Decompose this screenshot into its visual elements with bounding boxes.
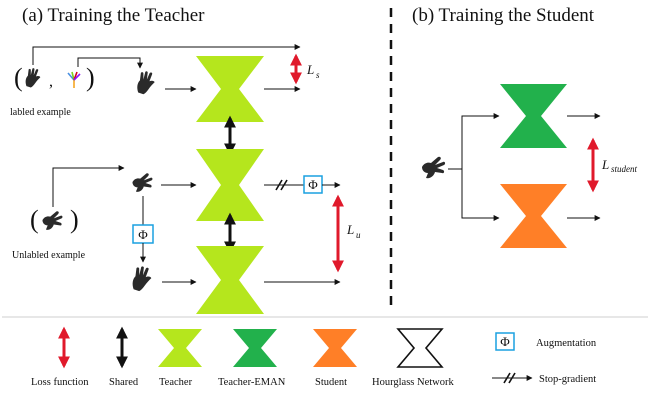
hand-image <box>422 156 446 179</box>
svg-text:Φ: Φ <box>500 334 510 349</box>
hand-image <box>42 211 63 230</box>
loss-student-label: L <box>601 157 609 172</box>
legend-teacher-label: Teacher <box>159 377 193 388</box>
legend: Loss function Shared Teacher Teacher-EMA… <box>2 316 648 388</box>
svg-text:u: u <box>356 230 361 240</box>
unlabeled-input-path <box>52 165 125 207</box>
legend-hourglass-icon <box>396 328 444 368</box>
hand-image <box>25 68 41 88</box>
svg-text:student: student <box>611 164 637 174</box>
legend-student-label: Student <box>315 377 347 388</box>
legend-loss-label: Loss function <box>31 377 89 388</box>
svg-text:): ) <box>70 205 79 234</box>
svg-text:): ) <box>86 63 95 92</box>
teacher-hourglass-bottom <box>196 246 264 314</box>
labeled-input-path <box>77 57 143 69</box>
legend-shared-label: Shared <box>109 377 139 388</box>
student-section: L student <box>422 84 637 248</box>
hand-image <box>132 173 153 192</box>
title-teacher: (a) Training the Teacher <box>22 5 205 26</box>
teacher-hourglass-mid <box>196 149 264 221</box>
unlabeled-example-label: Unlabled example <box>12 250 86 261</box>
legend-augmentation-label: Augmentation <box>536 338 597 349</box>
svg-text:Φ: Φ <box>138 227 148 242</box>
legend-teacher-eman-icon <box>233 329 277 367</box>
stop-gradient-icon <box>275 179 288 191</box>
teacher-section: ( , ) labled example L s ( ) Unl <box>10 44 361 314</box>
student-hourglass <box>500 184 567 248</box>
svg-text:(: ( <box>30 205 39 234</box>
svg-text:(: ( <box>14 63 23 92</box>
loss-u-label: L <box>346 222 354 237</box>
loss-s-label: L <box>306 62 314 77</box>
teacher-eman-hourglass <box>500 84 567 148</box>
svg-text:Φ: Φ <box>308 177 318 192</box>
labeled-example-label: labled example <box>10 107 71 118</box>
legend-student-icon <box>313 329 357 367</box>
legend-teacher-icon <box>158 329 202 367</box>
hand-image <box>137 71 155 95</box>
hand-image <box>132 266 152 292</box>
title-student: (b) Training the Student <box>412 5 595 26</box>
legend-teacher-eman-label: Teacher-EMAN <box>218 377 286 388</box>
svg-text:,: , <box>49 73 53 90</box>
svg-text:s: s <box>316 70 320 80</box>
teacher-hourglass-top <box>196 56 264 122</box>
gt-path <box>32 44 301 65</box>
legend-hourglass-label: Hourglass Network <box>372 377 455 388</box>
augmentation-phi-icon <box>495 332 515 351</box>
pose-skeleton-icon <box>67 71 81 88</box>
legend-stop-gradient-label: Stop-gradient <box>539 374 596 385</box>
